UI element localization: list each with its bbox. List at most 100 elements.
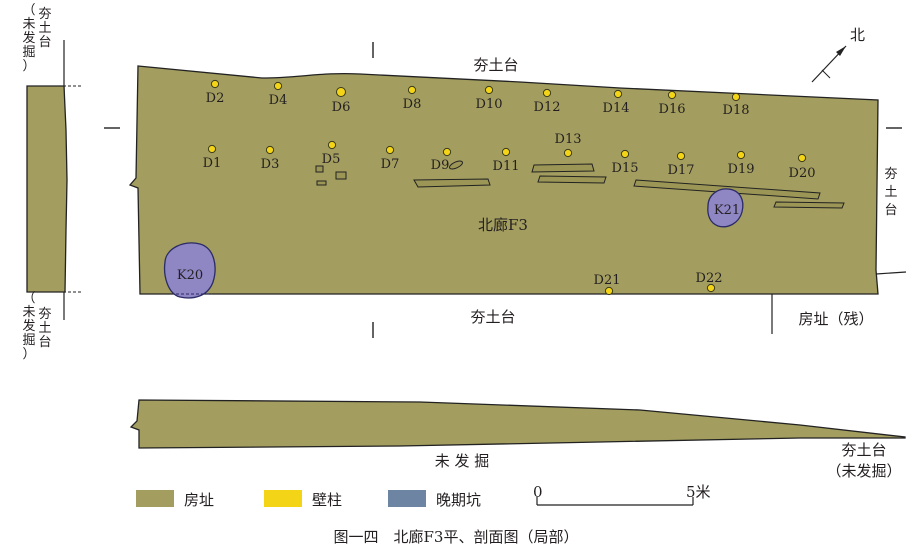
post-hole [620,149,630,159]
legend-swatch-site [136,490,174,507]
post-label: D16 [659,102,686,117]
vertical-char: （ [22,3,35,18]
post-hole [407,85,417,95]
post-label: D11 [493,159,520,174]
post-hole [613,89,623,99]
vertical-char: 未 [22,17,35,32]
rammed-earth-label-top: 夯土台 [473,56,518,74]
post-label: D6 [332,100,351,115]
section-unexcavated-note: （未发掘） [826,462,901,480]
vertical-char: 土 [884,185,897,200]
feature-strip [413,178,491,188]
post-hole [336,87,346,97]
pit-k20 [163,242,216,299]
vertical-char: 台 [884,203,897,218]
feature-strip [449,160,463,170]
right-vertical-label: 夯土台 [884,167,897,218]
post-hole [210,79,220,89]
north-arrow: 北 [811,26,865,83]
vertical-char: 土 [38,21,51,36]
post-label: D4 [269,93,288,108]
post-hole [667,90,677,100]
post-holes: D1D2D3D4D5D6D7D8D9D10D11D12D13D14D15D16D… [203,79,816,296]
post-label: D2 [206,91,225,106]
legend-label-post: 壁柱 [312,491,342,509]
section-fill [129,399,906,449]
north-label: 北 [850,26,865,44]
left-bottom-vertical-label: 夯土台 （未发掘） [22,291,51,362]
post-hole [207,144,217,154]
post-label: D7 [381,157,400,172]
rammed-earth-label-bottom: 夯土台 [470,308,515,326]
section-unexcavated-label: 未 发 掘 [435,452,490,470]
post-hole [327,140,337,150]
post-hole [736,150,746,160]
legend-label-site: 房址 [184,491,214,509]
vertical-char: 发 [22,318,35,334]
feature-strip [335,171,347,180]
feature-strip [537,175,607,184]
vertical-char: 掘 [22,45,35,60]
feature-strip [316,180,327,186]
post-label: D19 [728,162,755,177]
left-top-vertical-label: 夯土台（未发掘） [22,3,51,74]
vertical-char: （ [22,291,35,306]
post-label: D5 [322,152,341,167]
vertical-char: ） [22,347,35,362]
post-hole [604,286,614,296]
vertical-char: 夯 [38,307,51,322]
post-label: D12 [534,100,561,115]
vertical-char: 台 [38,35,51,50]
post-label: D10 [476,97,503,112]
remains-label: 房址（残） [798,310,873,328]
vertical-char: 台 [38,335,51,350]
section-rammed-earth-label: 夯土台 [841,441,886,459]
left-section: 夯土台（未发掘） 夯土台（未发掘） [22,3,82,362]
post-label: D3 [261,157,280,172]
vertical-char: 土 [38,321,51,336]
post-hole [265,145,275,155]
figure-caption: 图一四 北廊F3平、剖面图（局部） [334,528,579,546]
post-label: D18 [723,103,750,118]
post-label: D21 [594,273,621,288]
post-label: D8 [403,97,422,112]
post-hole [273,81,283,91]
post-label: D20 [789,166,816,181]
post-hole [542,88,552,98]
plan-view: K20 K21 D1D2D3D4D5D6D7D8D9D10D11D12D13D1… [104,42,907,338]
legend-label-late-pit: 晚期坑 [436,491,481,509]
pit-label-k20: K20 [177,268,203,283]
post-label: D13 [555,132,582,147]
post-label: D22 [696,271,723,286]
vertical-char: 夯 [38,7,51,22]
post-hole [706,283,716,293]
post-hole [484,85,494,95]
legend-swatch-post [264,490,302,507]
feature-strip [531,163,595,173]
post-label: D14 [603,101,630,116]
post-label: D17 [668,163,695,178]
post-label: D15 [612,161,639,176]
vertical-char: 未 [22,305,35,320]
post-hole [442,147,452,157]
post-hole [676,151,686,161]
corridor-label: 北廊F3 [478,216,528,234]
legend-swatch-late-pit [388,490,426,507]
pit-k21 [707,188,744,228]
scale-end: 5米 [686,483,711,501]
post-hole [731,92,741,102]
vertical-char: 发 [22,30,35,46]
post-label: D9 [431,158,450,173]
scale-bar: 0 5米 [533,483,711,506]
post-hole [501,147,511,157]
post-hole [385,145,395,155]
vertical-char: 掘 [22,333,35,348]
post-hole [563,148,573,158]
feature-strip [315,165,324,173]
vertical-char: 夯 [884,167,897,182]
post-hole [797,153,807,163]
legend: 房址 壁柱 晚期坑 [136,490,481,509]
corridor-floor [128,65,879,295]
left-section-fill [26,85,68,293]
